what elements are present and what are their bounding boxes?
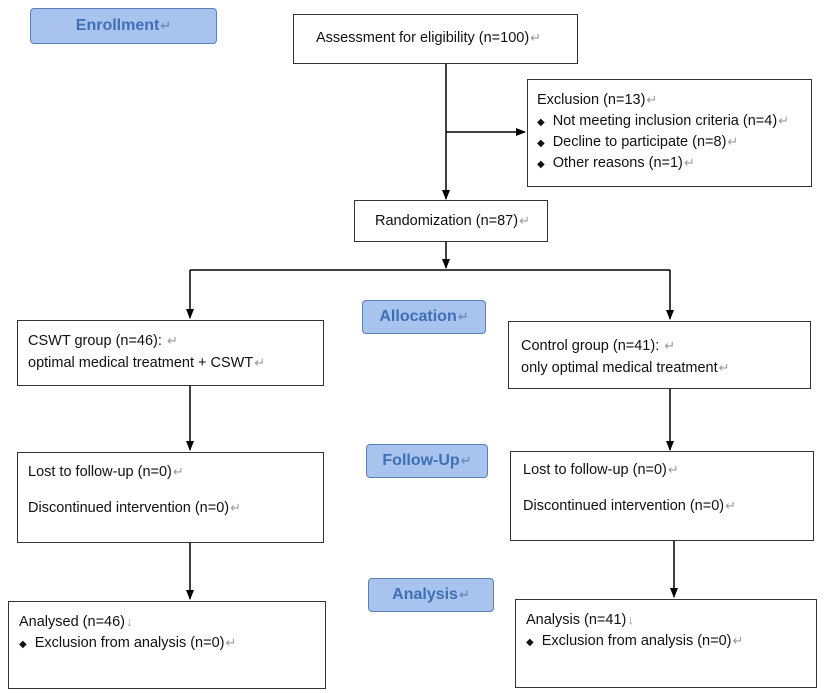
cswt-analysis-item: ◆Exclusion from analysis (n=0)↵ [19, 635, 237, 652]
cswt-analysis-box: Analysed (n=46)↓ ◆Exclusion from analysi… [8, 601, 326, 689]
diamond-bullet-icon: ◆ [537, 117, 545, 129]
control-allocation-box: Control group (n=41): ↵ only optimal med… [508, 321, 811, 389]
control-discontinued: Discontinued intervention (n=0) [523, 497, 725, 514]
stage-allocation-label: Allocation [379, 308, 457, 325]
cswt-discontinued: Discontinued intervention (n=0) [28, 499, 230, 516]
paragraph-mark: ↵ [460, 453, 472, 468]
paragraph-mark: ↵ [458, 587, 470, 602]
assessment-text: Assessment for eligibility (n=100) [316, 30, 530, 46]
diamond-bullet-icon: ◆ [537, 138, 545, 150]
control-group-label: Control group (n=41): [521, 338, 660, 354]
control-treatment-label: only optimal medical treatment [521, 360, 718, 377]
cswt-group-label: CSWT group (n=46): [28, 333, 162, 349]
stage-analysis: Analysis↵ [368, 578, 494, 612]
cswt-allocation-box: CSWT group (n=46): ↵ optimal medical tre… [17, 320, 324, 386]
exclusion-title: Exclusion (n=13) [537, 92, 646, 108]
diamond-bullet-icon: ◆ [19, 639, 27, 651]
exclusion-box: Exclusion (n=13)↵ ◆Not meeting inclusion… [527, 79, 812, 187]
randomization-box: Randomization (n=87)↵ [354, 200, 548, 242]
cswt-analysed: Analysed (n=46) [19, 614, 125, 630]
cswt-lost-follow-up: Lost to follow-up (n=0) [28, 464, 172, 480]
randomization-text: Randomization (n=87) [375, 213, 519, 229]
exclusion-item: ◆Decline to participate (n=8)↵ [537, 134, 739, 151]
control-analysis: Analysis (n=41) [526, 612, 627, 628]
stage-enrollment-label: Enrollment [75, 17, 160, 34]
paragraph-mark: ↵ [457, 309, 469, 324]
stage-enrollment: Enrollment↵ [30, 8, 217, 44]
paragraph-mark: ↵ [664, 338, 676, 353]
stage-follow-up: Follow-Up↵ [366, 444, 488, 478]
paragraph-mark: ↵ [230, 499, 242, 515]
paragraph-mark: ↵ [725, 497, 737, 513]
diamond-bullet-icon: ◆ [526, 637, 534, 649]
stage-allocation: Allocation↵ [362, 300, 486, 334]
paragraph-mark: ↵ [530, 30, 542, 45]
paragraph-mark: ↵ [519, 213, 530, 228]
paragraph-mark: ↵ [166, 333, 178, 348]
paragraph-mark: ↵ [225, 635, 237, 651]
cswt-treatment-label: optimal medical treatment + CSWT [28, 354, 254, 371]
assessment-box: Assessment for eligibility (n=100)↵ [293, 14, 578, 64]
diamond-bullet-icon: ◆ [537, 159, 545, 171]
line-break-mark: ↓ [627, 612, 634, 627]
stage-follow-up-label: Follow-Up [382, 452, 460, 469]
paragraph-mark: ↵ [778, 113, 790, 129]
paragraph-mark: ↵ [646, 92, 658, 107]
paragraph-mark: ↵ [718, 360, 730, 376]
control-analysis-box: Analysis (n=41)↓ ◆Exclusion from analysi… [515, 599, 817, 688]
paragraph-mark: ↵ [172, 464, 184, 479]
paragraph-mark: ↵ [254, 354, 266, 370]
exclusion-item: ◆Not meeting inclusion criteria (n=4)↵ [537, 113, 790, 130]
paragraph-mark: ↵ [727, 134, 739, 150]
cswt-follow-up-box: Lost to follow-up (n=0)↵ Discontinued in… [17, 452, 324, 543]
paragraph-mark: ↵ [732, 633, 744, 649]
paragraph-mark: ↵ [667, 462, 679, 477]
control-follow-up-box: Lost to follow-up (n=0)↵ Discontinued in… [510, 451, 814, 541]
paragraph-mark: ↵ [160, 18, 172, 33]
control-analysis-item: ◆Exclusion from analysis (n=0)↵ [526, 633, 744, 650]
control-lost-follow-up: Lost to follow-up (n=0) [523, 462, 667, 478]
paragraph-mark: ↵ [683, 155, 695, 171]
line-break-mark: ↓ [126, 614, 133, 629]
exclusion-item: ◆Other reasons (n=1)↵ [537, 155, 695, 172]
stage-analysis-label: Analysis [392, 586, 458, 603]
